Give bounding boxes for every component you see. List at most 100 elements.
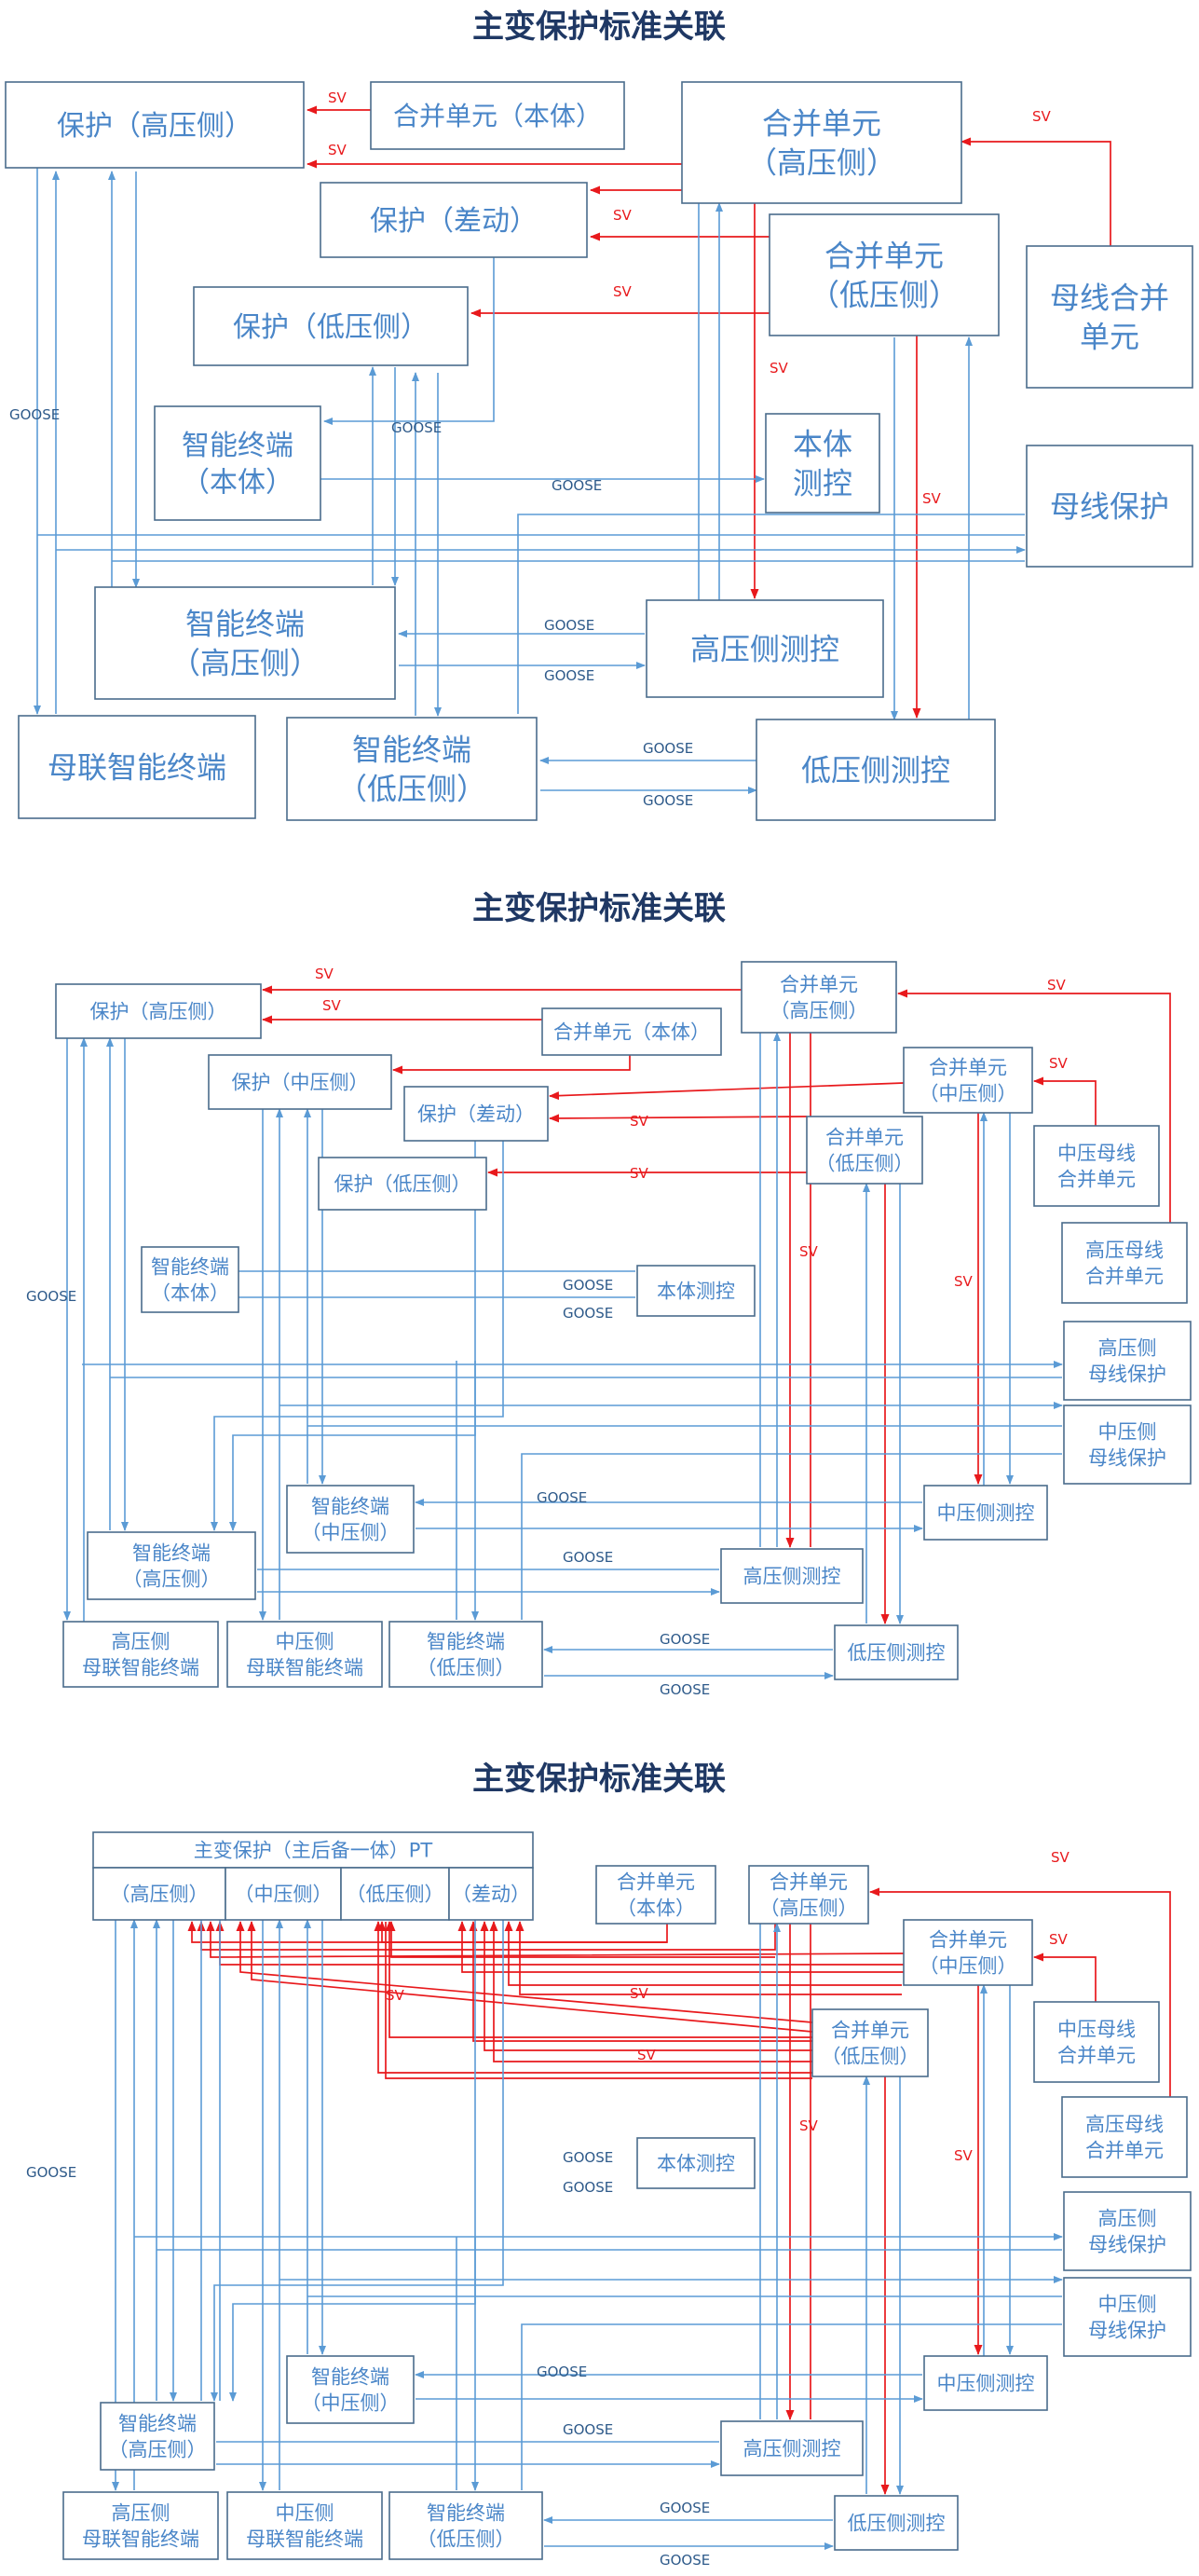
mv-bc-it-box-label: 中压侧: [276, 1631, 334, 1653]
it-body-box-label: 智能终端: [182, 430, 293, 462]
pt-diff-box-label: （差动）: [452, 1884, 530, 1906]
sv-label: SV: [315, 966, 334, 982]
sv-label: SV: [1051, 1849, 1070, 1866]
it-body-box: [141, 1246, 239, 1313]
mu-hv-box-label: 合并单元: [780, 974, 858, 996]
goose-link: [521, 2323, 1062, 2490]
goose-link: [517, 514, 1025, 714]
section-3-title: 主变保护标准关联: [472, 1761, 726, 1798]
sv-link: [504, 1921, 902, 1986]
mv-bus-prot-box: [1063, 2277, 1192, 2357]
text-labels: 主变保护标准关联保护（高压侧）合并单元（本体）合并单元（高压侧）保护（差动）合并…: [9, 8, 1169, 2569]
mc-hv-box-label: 高压侧测控: [690, 632, 839, 667]
goose-label: GOOSE: [537, 2364, 587, 2380]
mu-body-box-label: 合并单元（本体）: [553, 1021, 710, 1044]
mu-body-box-label: 合并单元: [617, 1871, 695, 1894]
mu-lv-box-label: （低压侧）: [816, 1152, 914, 1174]
mc-hv-box: [720, 1548, 864, 1604]
goose-label: GOOSE: [26, 1288, 76, 1305]
it-lv-box-label: （低压侧）: [337, 772, 486, 807]
goose-label: GOOSE: [544, 617, 594, 634]
sv-label: SV: [1032, 108, 1052, 125]
sv-label: SV: [1049, 1055, 1069, 1072]
pt-header-box: [92, 1831, 534, 1869]
prot-lv-box-label: 保护（低压侧）: [233, 311, 429, 344]
sv-link: [387, 1921, 775, 1958]
hv-bus-prot-box: [1063, 2191, 1192, 2271]
prot-hv-box: [55, 983, 262, 1039]
it-lv-box-label: 智能终端: [427, 1631, 505, 1653]
mv-bus-mu-box-label: 合并单元: [1057, 1168, 1136, 1190]
mu-hv-box: [748, 1865, 869, 1925]
it-body-box-label: （本体）: [151, 1281, 229, 1304]
pt-header-box-label: 主变保护（主后备一体）PT: [194, 1840, 433, 1862]
sv-label: SV: [1047, 977, 1067, 993]
bus-mu-box-label: 母线合并: [1050, 280, 1169, 315]
it-body-box-label: 智能终端: [151, 1256, 229, 1279]
it-mv-box-label: 智能终端: [311, 2366, 389, 2389]
sv-link: [457, 1921, 904, 1973]
sv-label: SV: [328, 89, 347, 106]
connection-lines: [34, 105, 1171, 2550]
section-1-title: 主变保护标准关联: [472, 8, 726, 46]
mv-bus-mu-box: [1033, 2001, 1160, 2083]
mu-hv-box-label: 合并单元: [770, 1871, 848, 1894]
mv-bus-mu-box-label: 合并单元: [1057, 2044, 1136, 2066]
it-body-box-label: （本体）: [182, 467, 293, 500]
hv-bc-it-box-label: 母联智能终端: [82, 2528, 199, 2550]
pt-mv-box: [225, 1867, 342, 1921]
prot-diff-box: [403, 1086, 549, 1142]
sv-label: SV: [1049, 1931, 1069, 1948]
mc-mv-box: [923, 2355, 1048, 2411]
goose-label: GOOSE: [660, 1681, 710, 1698]
goose-label: GOOSE: [563, 1305, 613, 1322]
it-hv-box-label: （高压侧）: [109, 2438, 207, 2460]
prot-mv-box-label: 保护（中压侧）: [232, 1072, 369, 1094]
it-lv-box: [388, 2491, 543, 2560]
mc-hv-box: [720, 2420, 864, 2476]
sv-link: [897, 989, 1171, 1223]
sv-link: [206, 1921, 905, 1958]
hv-bus-mu-box-label: 高压母线: [1085, 2114, 1164, 2136]
it-body-box: [154, 405, 321, 521]
sv-label: SV: [922, 490, 942, 507]
goose-link: [521, 1453, 1062, 1620]
pt-diff-box: [448, 1867, 534, 1921]
mv-bus-mu-box-label: 中压母线: [1057, 2019, 1136, 2041]
mu-mv-box-label: （中压侧）: [920, 1954, 1017, 1977]
prot-mv-box: [208, 1054, 392, 1110]
pt-hv-box-label: （高压侧）: [111, 1884, 209, 1906]
sv-label: SV: [770, 360, 789, 377]
mc-lv-box: [834, 2495, 959, 2551]
sv-label: SV: [613, 283, 633, 300]
sv-link: [515, 1921, 902, 1995]
goose-label: GOOSE: [563, 2179, 613, 2196]
it-mv-box: [286, 2355, 415, 2424]
goose-label: GOOSE: [643, 740, 693, 757]
mv-bus-prot-box-label: 母线保护: [1088, 1446, 1166, 1469]
it-hv-box-label: （高压侧）: [123, 1568, 221, 1590]
sv-link: [480, 1921, 812, 2051]
hv-bc-it-box-label: 高压侧: [112, 2502, 170, 2525]
device-boxes: [5, 81, 1193, 2560]
it-hv-box: [94, 586, 396, 700]
goose-label: GOOSE: [643, 792, 693, 809]
goose-label: GOOSE: [563, 1549, 613, 1566]
sv-label: SV: [954, 2147, 974, 2164]
hv-bus-prot-box-label: 母线保护: [1088, 2233, 1166, 2255]
mc-body-box: [636, 2137, 756, 2189]
mc-mv-box-label: 中压侧测控: [937, 2373, 1035, 2395]
mv-bc-it-box-label: 中压侧: [276, 2502, 334, 2525]
bus-mu-box-label: 单元: [1080, 320, 1139, 355]
mu-body-box-label: （本体）: [617, 1897, 695, 1919]
prot-diff-box: [320, 182, 588, 258]
mv-bus-mu-box: [1033, 1125, 1160, 1207]
mc-body-box: [636, 1265, 756, 1317]
goose-link: [229, 1920, 476, 2402]
prot-diff-box-label: 保护（差动）: [370, 205, 538, 238]
sv-link: [377, 1921, 667, 1943]
goose-label: GOOSE: [26, 2164, 76, 2181]
sv-label: SV: [613, 207, 633, 224]
sv-label: SV: [799, 2117, 819, 2134]
mu-body-box: [370, 81, 625, 150]
